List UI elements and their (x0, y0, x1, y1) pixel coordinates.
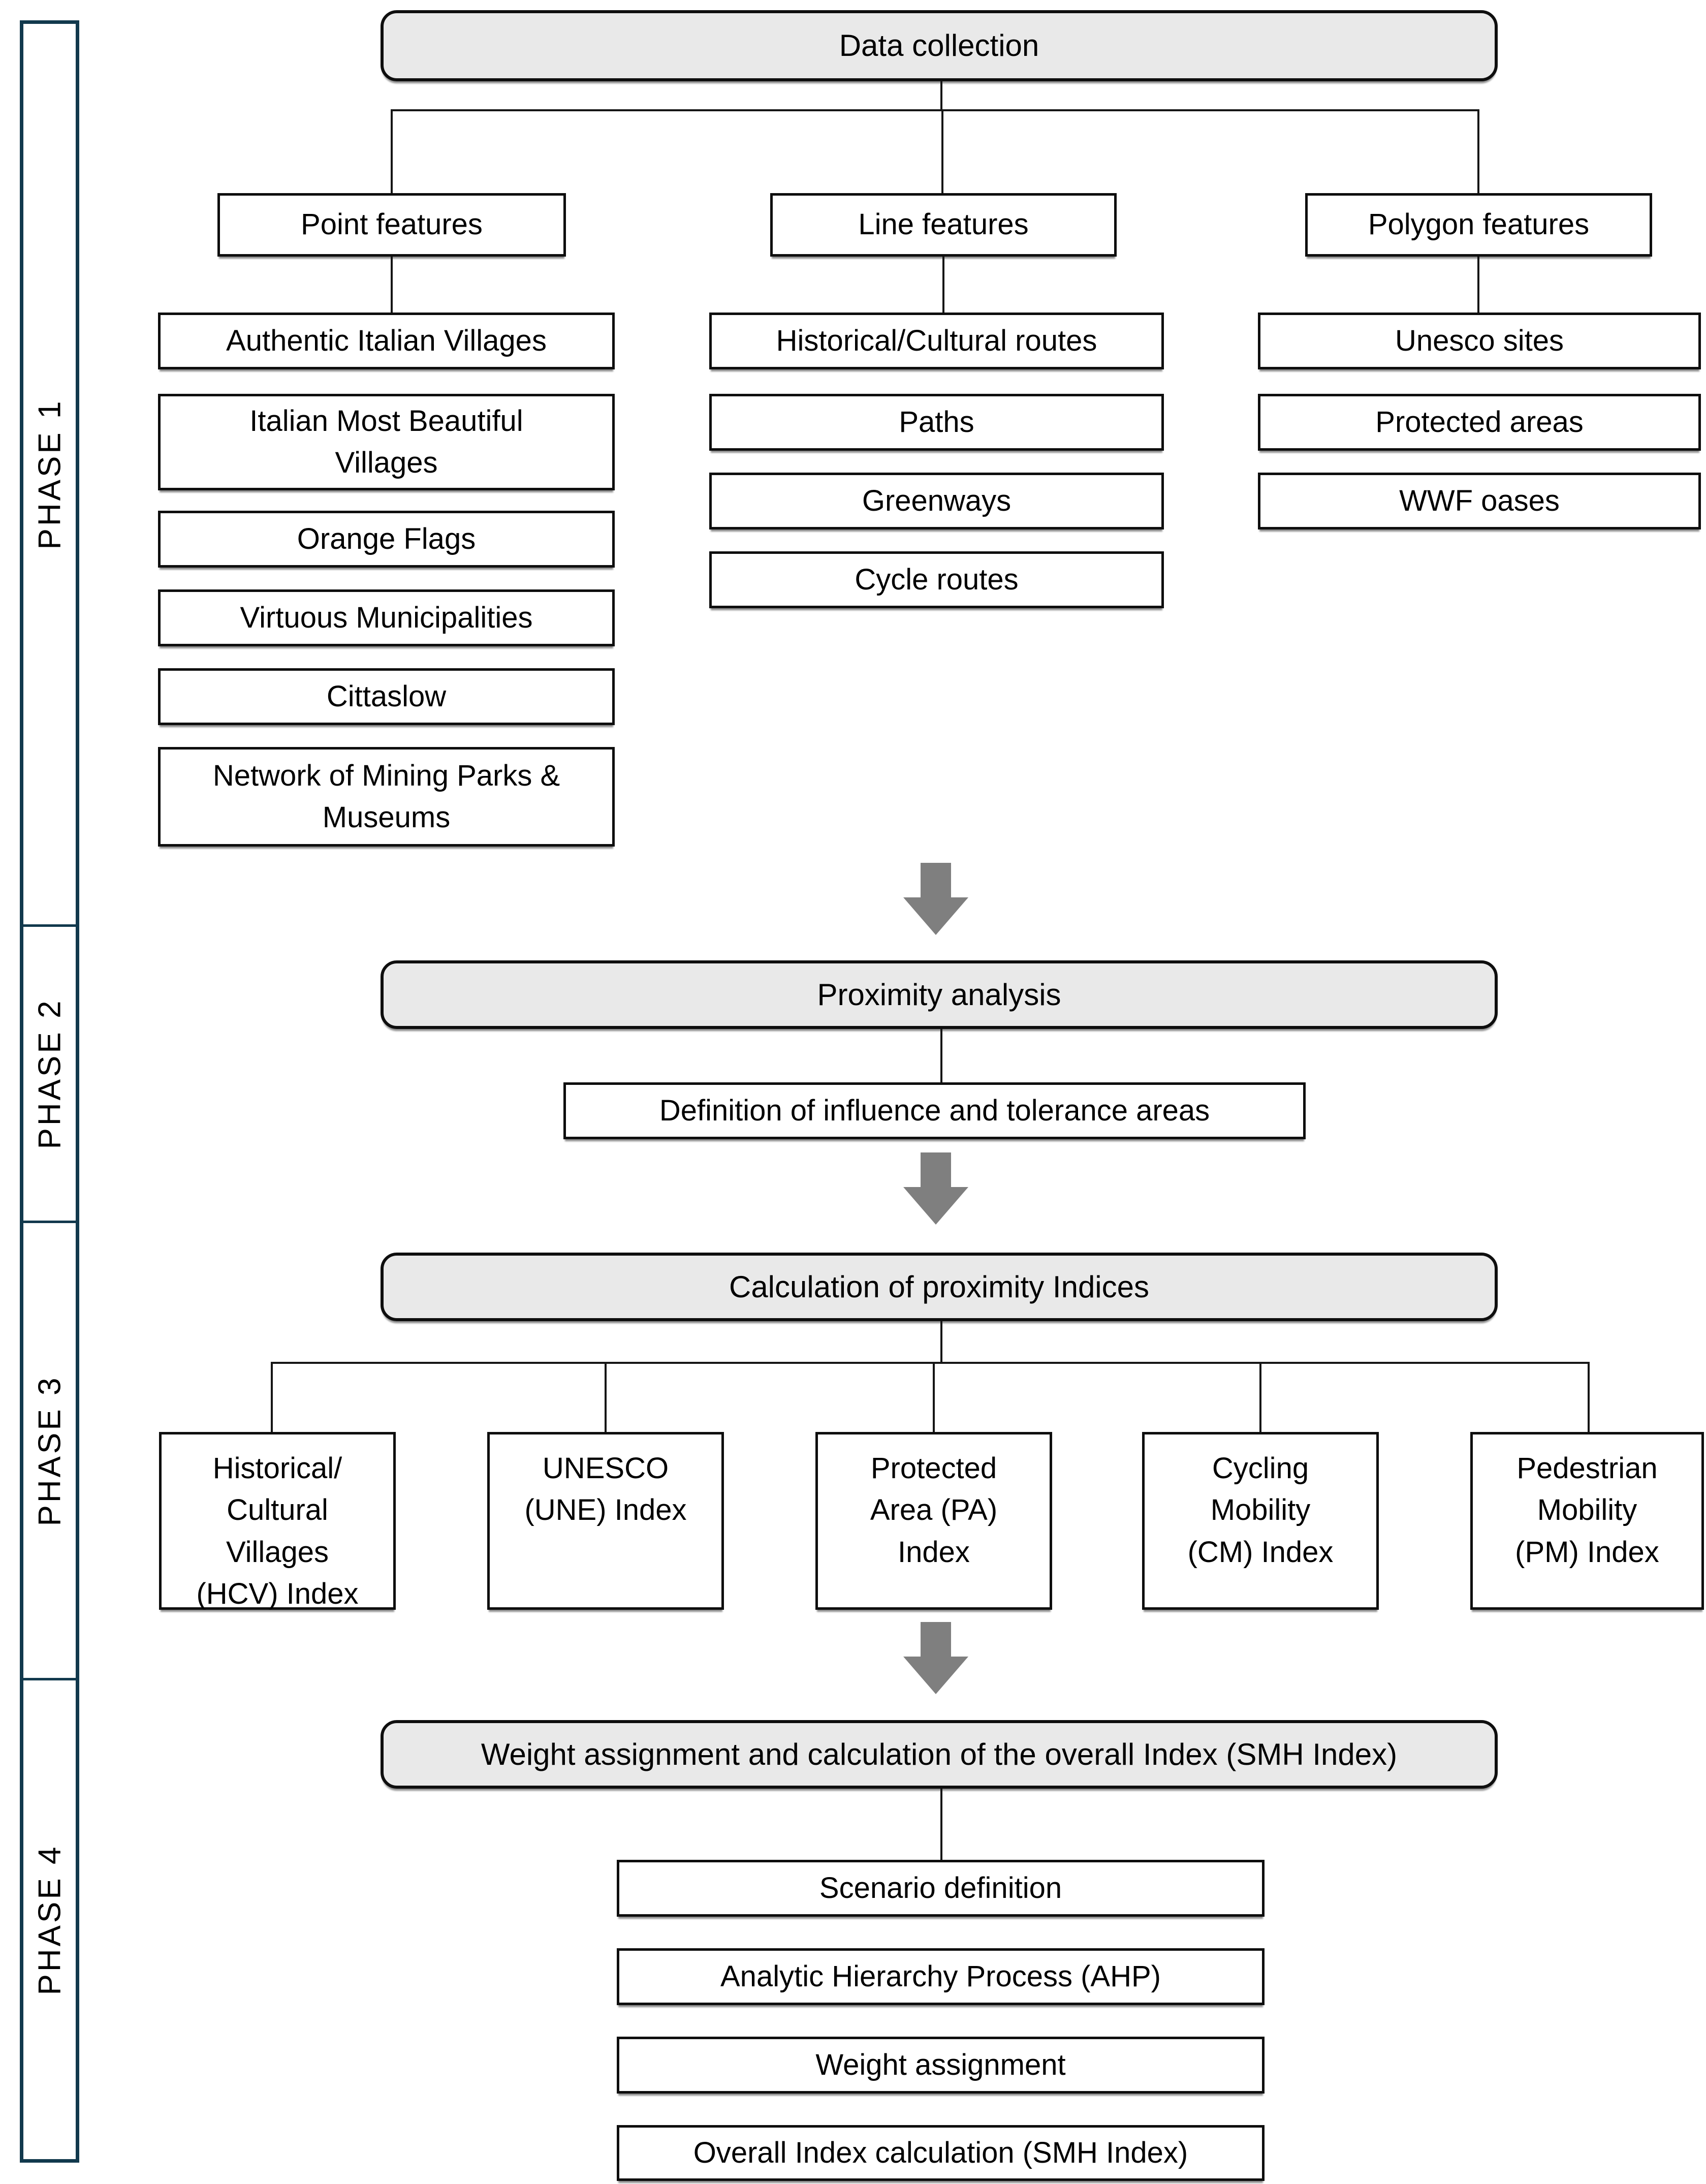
connector-line (1477, 109, 1479, 194)
weight-assignment-overall-box: Weight assignment and calculation of the… (381, 1720, 1498, 1789)
authentic-italian-villages-box: Authentic Italian Villages (158, 313, 615, 369)
virtuous-municipalities-box: Virtuous Municipalities (158, 589, 615, 646)
connector-line (933, 1362, 935, 1433)
scenario-definition-box: Scenario definition (617, 1860, 1265, 1917)
wwf-oases-box: WWF oases (1258, 473, 1701, 529)
historical-cultural-routes-box: Historical/Cultural routes (709, 313, 1164, 369)
cittaslow-box: Cittaslow (158, 668, 615, 725)
connector-line (271, 1362, 273, 1433)
connector-line (1259, 1362, 1261, 1433)
connector-line (1477, 257, 1479, 313)
line-features-box: Line features (770, 193, 1117, 257)
weight-assignment-box: Weight assignment (617, 2037, 1265, 2094)
italian-most-beautiful-villages-box: Italian Most Beautiful Villages (158, 394, 615, 490)
mining-parks-museums-box: Network of Mining Parks & Museums (158, 747, 615, 847)
phase-3-label: PHASE 3 (32, 1375, 67, 1526)
data-collection-box: Data collection (381, 10, 1498, 81)
phase-4-label: PHASE 4 (32, 1844, 67, 1995)
phase-1-segment: PHASE 1 (23, 24, 76, 924)
proximity-analysis-box: Proximity analysis (381, 960, 1498, 1029)
calculation-proximity-indices-box: Calculation of proximity Indices (381, 1253, 1498, 1321)
connector-line (940, 81, 942, 110)
connector-line (940, 1789, 942, 1860)
une-index-box: UNESCO (UNE) Index (487, 1432, 724, 1610)
connector-line (391, 109, 393, 194)
connector-line (942, 257, 944, 313)
connector-line (940, 1029, 942, 1082)
cm-index-box: Cycling Mobility (CM) Index (1142, 1432, 1379, 1610)
connector-line (271, 1362, 1590, 1364)
paths-box: Paths (709, 394, 1164, 451)
ahp-box: Analytic Hierarchy Process (AHP) (617, 1948, 1265, 2005)
phase-4-segment: PHASE 4 (23, 1678, 76, 2159)
pa-index-box: Protected Area (PA) Index (815, 1432, 1052, 1610)
phase-2-label: PHASE 2 (32, 998, 67, 1149)
arrow-head (903, 1187, 968, 1225)
arrow-shaft (921, 1622, 951, 1658)
point-features-box: Point features (217, 193, 566, 257)
connector-line (1588, 1362, 1590, 1433)
phase-1-label: PHASE 1 (32, 398, 67, 550)
hcv-index-box: Historical/ Cultural Villages (HCV) Inde… (159, 1432, 396, 1610)
pm-index-box: Pedestrian Mobility (PM) Index (1470, 1432, 1704, 1610)
arrow-head (903, 1657, 968, 1694)
phase-2-segment: PHASE 2 (23, 924, 76, 1221)
connector-line (605, 1362, 607, 1433)
cycle-routes-box: Cycle routes (709, 551, 1164, 608)
connector-line (940, 1321, 942, 1364)
connector-line (391, 109, 1479, 111)
phase-sidebar: PHASE 1 PHASE 2 PHASE 3 PHASE 4 (20, 20, 79, 2163)
connector-line (941, 109, 943, 194)
phase-3-segment: PHASE 3 (23, 1221, 76, 1678)
connector-line (391, 257, 393, 313)
overall-index-calculation-box: Overall Index calculation (SMH Index) (617, 2125, 1265, 2181)
polygon-features-box: Polygon features (1305, 193, 1652, 257)
arrow-head (903, 897, 968, 935)
definition-influence-tolerance-box: Definition of influence and tolerance ar… (563, 1082, 1306, 1139)
arrow-shaft (921, 863, 951, 898)
protected-areas-box: Protected areas (1258, 394, 1701, 451)
orange-flags-box: Orange Flags (158, 511, 615, 568)
greenways-box: Greenways (709, 473, 1164, 529)
unesco-sites-box: Unesco sites (1258, 313, 1701, 369)
arrow-shaft (921, 1152, 951, 1188)
